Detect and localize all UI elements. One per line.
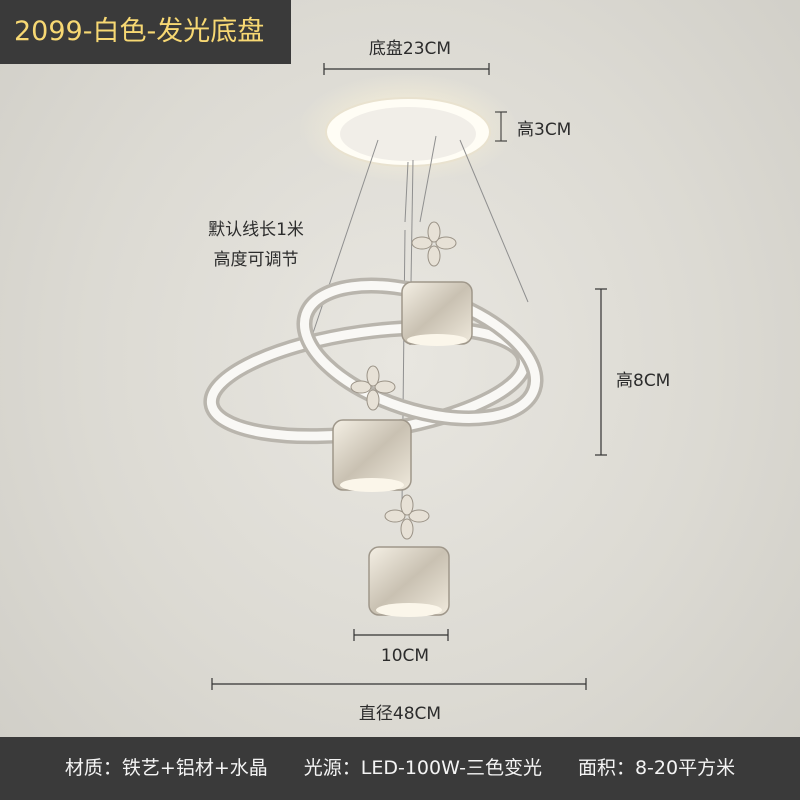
product-title-badge: 2099-白色-发光底盘 <box>0 0 291 64</box>
cable-length-label: 默认线长1米 高度可调节 <box>186 215 326 275</box>
cable-length-line2: 高度可调节 <box>213 250 299 270</box>
spec-footer: 材质：铁艺+铝材+水晶 光源：LED-100W-三色变光 面积：8-20平方米 <box>0 737 800 800</box>
base-diameter-label: 底盘23CM <box>368 39 452 59</box>
ring-height-label: 高8CM <box>616 371 671 391</box>
spec-light-source: 光源：LED-100W-三色变光 <box>303 757 542 779</box>
crystal-pendant-icon <box>332 281 473 617</box>
total-diameter-label: 直径48CM <box>358 704 442 724</box>
spec-area: 面积：8-20平方米 <box>577 757 736 779</box>
crystal-flower-icon <box>350 221 457 540</box>
base-height-label: 高3CM <box>517 120 572 140</box>
spec-material: 材质：铁艺+铝材+水晶 <box>64 757 268 779</box>
ceiling-base-icon <box>298 73 518 183</box>
cable-length-line1: 默认线长1米 <box>208 220 304 240</box>
crystal-diameter-label: 10CM <box>380 646 430 666</box>
